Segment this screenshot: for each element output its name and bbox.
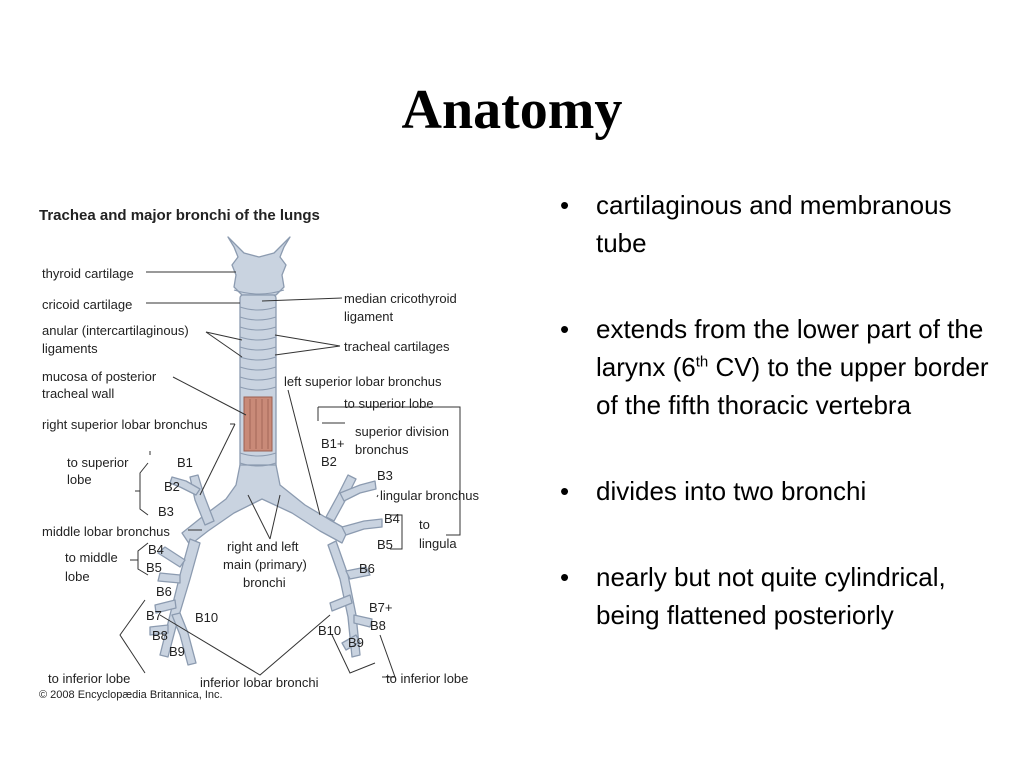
- bullet-item: • divides into two bronchi: [560, 472, 1000, 510]
- bullet-text: divides into two bronchi: [596, 476, 867, 506]
- label-thyroid-cartilage: thyroid cartilage: [42, 266, 134, 281]
- trachea-bronchi-figure: Trachea and major bronchi of the lungs t…: [30, 195, 505, 710]
- label-to-inferior-lobe-left: to inferior lobe: [48, 671, 131, 686]
- label-b9: B9: [169, 644, 185, 659]
- bullet-item: • nearly but not quite cylindrical, bein…: [560, 558, 1000, 634]
- label-superior-division-2: bronchus: [355, 442, 409, 457]
- bullet-text-post: CV) to the upper border of the fifth tho…: [596, 352, 989, 420]
- bullet-marker: •: [560, 190, 570, 220]
- label-lb6: B6: [359, 561, 375, 576]
- label-lb10: B10: [318, 623, 342, 638]
- label-b5: B5: [146, 560, 162, 575]
- slide-title: Anatomy: [401, 79, 623, 141]
- label-to-superior-lobe: to superior lobe: [344, 396, 434, 411]
- label-to-inferior-lobe-right: to inferior lobe: [386, 671, 469, 686]
- label-to-middle-2: lobe: [65, 569, 90, 584]
- label-main-bronchi-2: main (primary): [223, 557, 307, 572]
- figure-title: Trachea and major bronchi of the lungs: [39, 207, 320, 224]
- label-b3: B3: [158, 504, 174, 519]
- label-b10: B10: [195, 610, 219, 625]
- label-to-superior-1: to superior: [67, 455, 129, 470]
- label-lb2: B2: [321, 454, 337, 469]
- label-b8: B8: [152, 628, 168, 643]
- label-lb5: B5: [377, 537, 393, 552]
- label-lb4: B4: [384, 511, 400, 526]
- bullet-text-pre: extends from the lower part of the laryn…: [596, 314, 984, 382]
- label-to-middle-1: to middle: [65, 550, 118, 565]
- bronchial-tree-illustration: [119, 236, 461, 678]
- bullet-item: • cartilaginous and membranous tube: [560, 186, 1000, 262]
- label-anular-ligaments-1: anular (intercartilaginous): [42, 323, 189, 338]
- label-b1: B1: [177, 455, 193, 470]
- label-main-bronchi-3: bronchi: [243, 575, 286, 590]
- label-inferior-lobar: inferior lobar bronchi: [200, 675, 319, 690]
- label-lb7-plus: B7+: [369, 600, 393, 615]
- label-middle-lobar: middle lobar bronchus: [42, 524, 170, 539]
- label-lb9: B9: [348, 635, 364, 650]
- label-cricoid-cartilage: cricoid cartilage: [42, 297, 133, 312]
- bullet-text: cartilaginous and membranous tube: [596, 190, 952, 258]
- label-tracheal-cartilages: tracheal cartilages: [344, 339, 450, 354]
- label-median-cricothyroid-1: median cricothyroid: [344, 291, 457, 306]
- label-b4: B4: [148, 542, 164, 557]
- label-anular-ligaments-2: ligaments: [42, 341, 98, 356]
- label-superior-division-1: superior division: [355, 424, 449, 439]
- bullet-marker: •: [560, 476, 570, 506]
- label-mucosa-2: tracheal wall: [42, 386, 115, 401]
- larynx-shape: [227, 236, 291, 296]
- figure-copyright: © 2008 Encyclopædia Britannica, Inc.: [39, 689, 223, 701]
- bullet-marker: •: [560, 562, 570, 592]
- bullet-text: nearly but not quite cylindrical, being …: [596, 562, 946, 630]
- bullet-superscript: th: [695, 353, 709, 371]
- bullet-list: • cartilaginous and membranous tube • ex…: [560, 186, 1000, 682]
- label-right-superior-lobar: right superior lobar bronchus: [42, 417, 208, 432]
- label-to-lingula-2: lingula: [419, 536, 457, 551]
- label-lb1: B1+: [321, 436, 345, 451]
- bullet-item: • extends from the lower part of the lar…: [560, 310, 1000, 424]
- label-mucosa-1: mucosa of posterior: [42, 369, 157, 384]
- label-lb8: B8: [370, 618, 386, 633]
- bullet-marker: •: [560, 314, 570, 344]
- label-lb3: B3: [377, 468, 393, 483]
- label-b6: B6: [156, 584, 172, 599]
- label-main-bronchi-1: right and left: [227, 539, 299, 554]
- label-left-superior-lobar: left superior lobar bronchus: [284, 374, 442, 389]
- label-to-superior-2: lobe: [67, 472, 92, 487]
- label-to-lingula-1: to: [419, 517, 430, 532]
- label-b7: B7: [146, 608, 162, 623]
- mucosa-shape: [243, 396, 273, 452]
- label-median-cricothyroid-2: ligament: [344, 309, 394, 324]
- label-lingular-bronchus: lingular bronchus: [380, 488, 480, 503]
- label-b2: B2: [164, 479, 180, 494]
